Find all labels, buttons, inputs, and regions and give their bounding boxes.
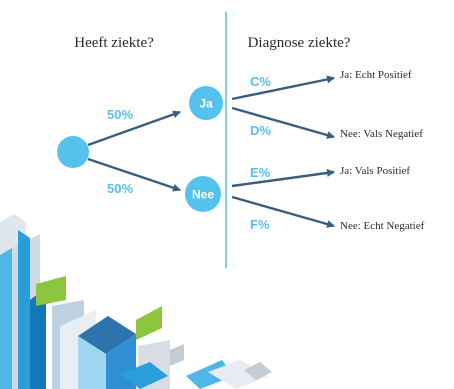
arrow-no-to-false-positive	[231, 168, 335, 188]
arrow-yes-to-true-positive	[231, 75, 335, 101]
outcome-false-negative: Nee: Vals Negatief	[340, 128, 423, 140]
decorative-graphic	[0, 214, 272, 389]
prob-no-true-negative: F%	[250, 217, 270, 232]
prob-yes-false-negative: D%	[250, 123, 271, 138]
arrow-root-to-no	[87, 157, 181, 192]
node-yes-label: Ja	[199, 97, 213, 111]
prob-yes-true-positive: C%	[250, 74, 271, 89]
arrow-root-to-yes	[87, 110, 181, 147]
prob-root-to-yes: 50%	[107, 107, 133, 122]
outcome-false-positive: Ja: Vals Positief	[340, 165, 410, 177]
arrow-no-to-true-negative	[231, 195, 335, 228]
arrow-yes-to-false-negative	[231, 106, 335, 139]
header-has-disease: Heeft ziekte?	[74, 35, 154, 51]
outcome-true-positive: Ja: Echt Positief	[340, 69, 412, 81]
header-diagnosis: Diagnose ziekte?	[248, 35, 351, 51]
node-no	[185, 176, 221, 212]
prob-no-false-positive: E%	[250, 165, 271, 180]
outcome-true-negative: Nee: Echt Negatief	[340, 220, 425, 232]
node-no-label: Nee	[192, 188, 214, 202]
prob-root-to-no: 50%	[107, 181, 133, 196]
node-yes	[189, 86, 223, 120]
root-node	[57, 136, 89, 168]
